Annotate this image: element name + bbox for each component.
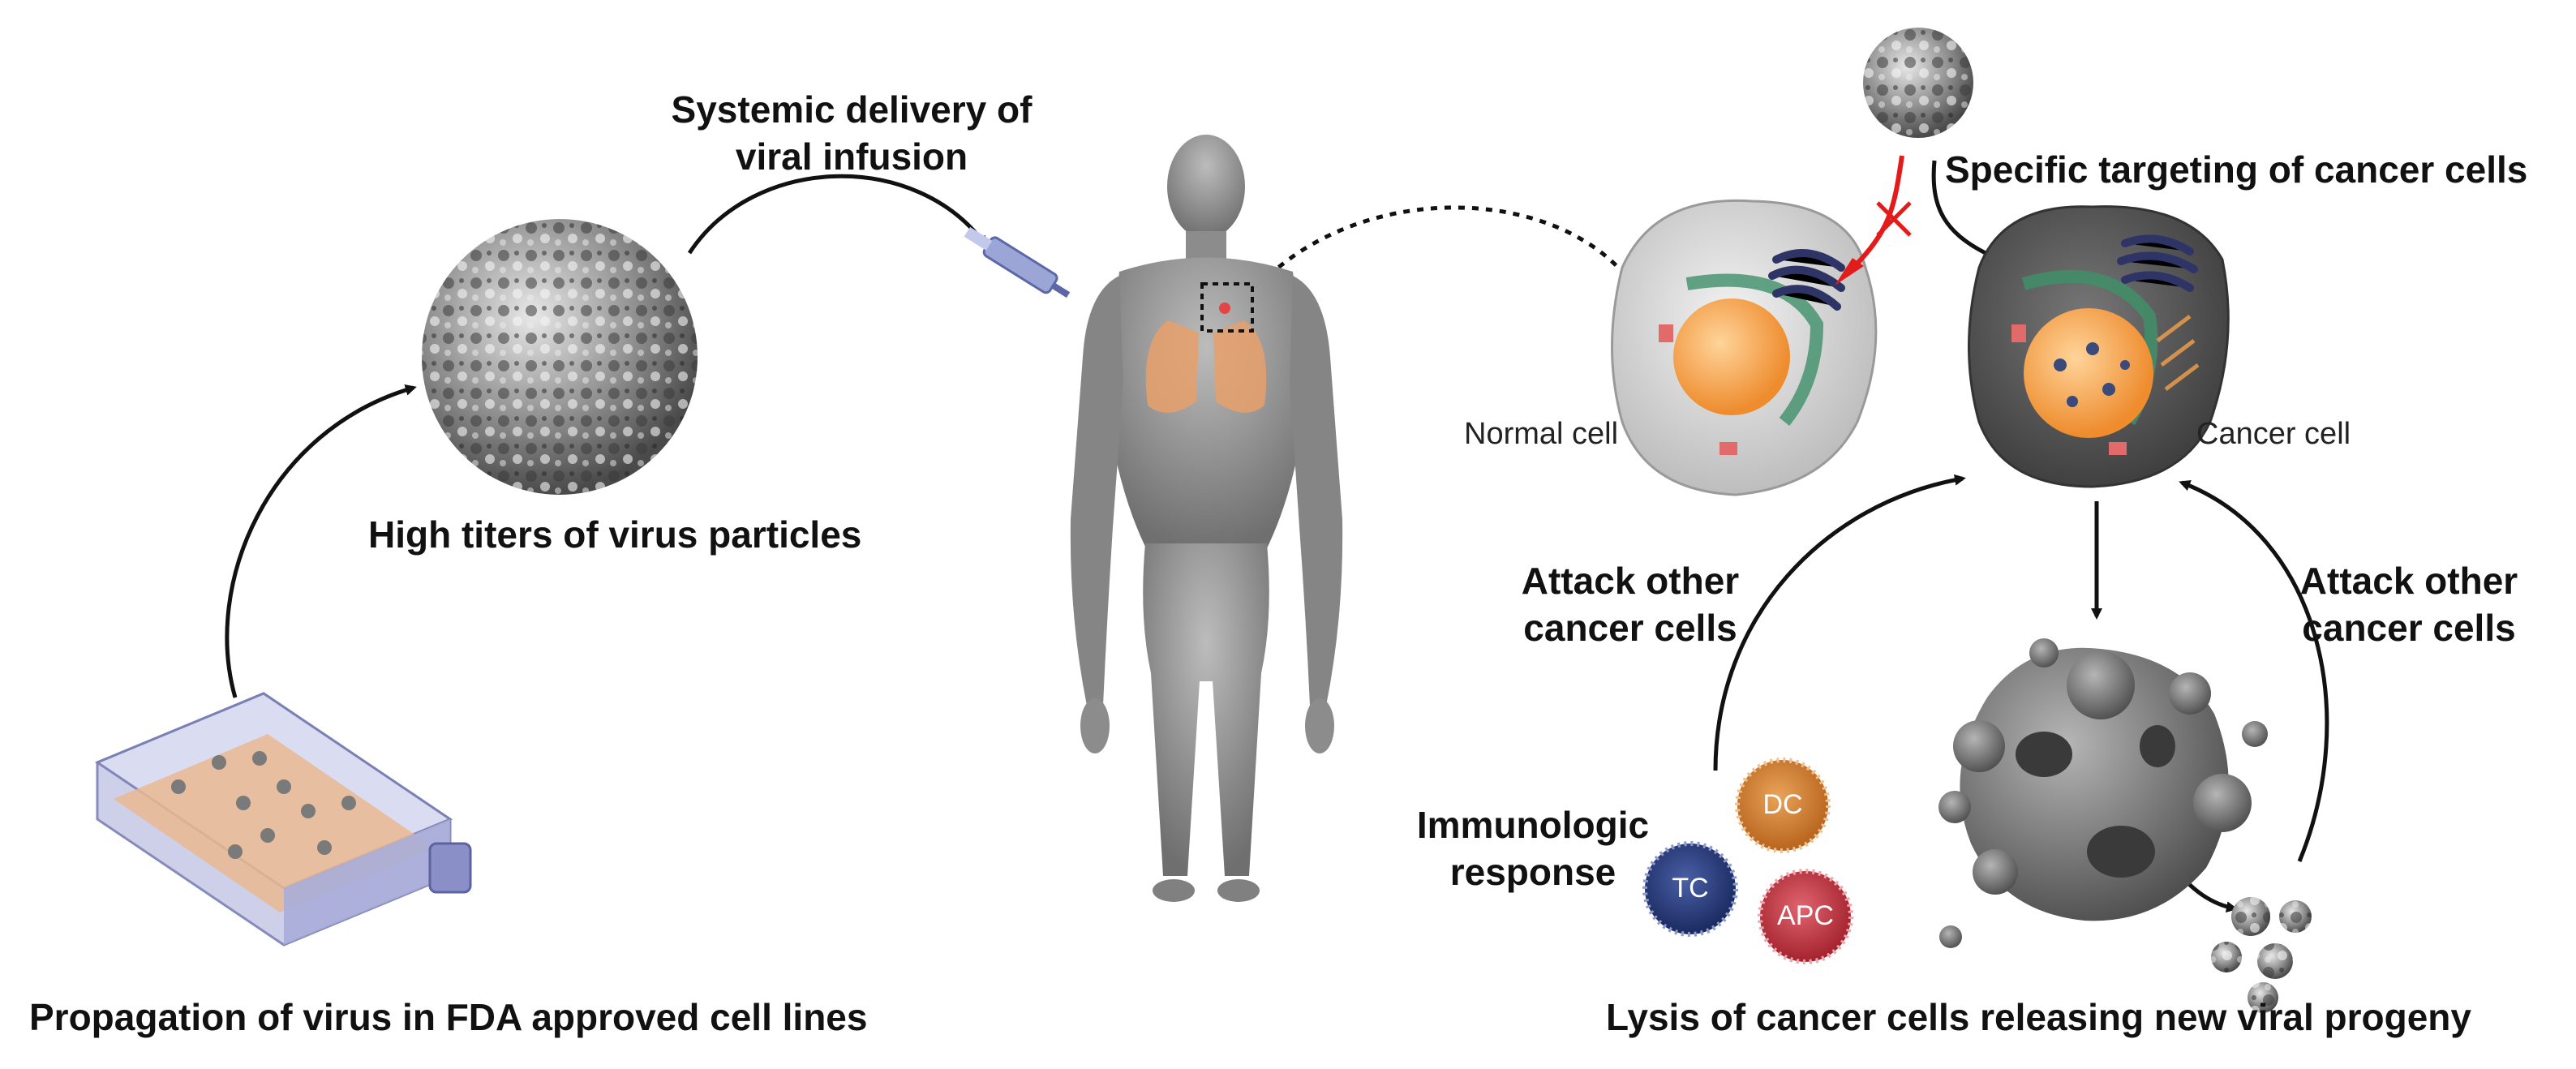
left-lung-icon <box>1145 320 1199 413</box>
dendritic-cell-icon <box>1735 758 1831 853</box>
tc-label: TC <box>1672 873 1709 904</box>
cancer-cell-label: Cancer cell <box>2196 417 2351 451</box>
attack-right-line2: cancer cells <box>2302 607 2516 649</box>
systemic-delivery-line1: Systemic delivery of <box>671 88 1033 131</box>
systemic-delivery-line2: viral infusion <box>735 135 968 178</box>
dc-label: DC <box>1762 789 1803 820</box>
cancer-cell-icon <box>1968 205 2230 488</box>
attack-left-label: Attack other cancer cells <box>1492 557 1768 651</box>
dotted-connector <box>1247 205 1624 298</box>
attack-left-line2: cancer cells <box>1523 607 1737 649</box>
lysed-cell-icon <box>1938 638 2268 948</box>
systemic-delivery-label: Systemic delivery of viral infusion <box>641 86 1063 180</box>
apc-cell-icon <box>1758 869 1853 964</box>
attack-left-line1: Attack other <box>1521 560 1740 602</box>
lysis-label: Lysis of cancer cells releasing new vira… <box>1606 996 2471 1038</box>
attack-right-label: Attack other cancer cells <box>2271 557 2547 651</box>
culture-flask-icon <box>94 692 472 947</box>
arrow-attack-left <box>1713 474 1966 771</box>
syringe-icon <box>964 226 1071 298</box>
specific-targeting-label: Specific targeting of cancer cells <box>1945 148 2528 191</box>
apc-label: APC <box>1777 900 1834 931</box>
attack-right-line1: Attack other <box>2299 560 2518 602</box>
immunologic-response-label: Immunologic response <box>1395 801 1671 895</box>
arrow-virus-to-body <box>687 174 988 255</box>
arrow-targeting <box>1931 160 2003 262</box>
normal-cell-label: Normal cell <box>1464 417 1619 451</box>
virus-particle-icon <box>422 219 698 495</box>
immunologic-line1: Immunologic <box>1416 804 1650 846</box>
immunologic-line2: response <box>1449 851 1616 893</box>
human-body-icon <box>1070 135 1343 902</box>
t-cell-icon <box>1642 841 1738 937</box>
blocked-arrow-icon <box>1835 155 1912 285</box>
normal-cell-icon <box>1611 199 1878 496</box>
propagation-label: Propagation of virus in FDA approved cel… <box>29 996 868 1038</box>
viral-progeny-icon <box>2211 897 2312 1013</box>
arrow-attack-right <box>2179 480 2329 862</box>
right-lung-icon <box>1213 320 1267 413</box>
high-titers-label: High titers of virus particles <box>368 513 862 556</box>
arrow-flask-to-virus <box>225 384 417 698</box>
small-virus-icon <box>1863 28 1973 138</box>
